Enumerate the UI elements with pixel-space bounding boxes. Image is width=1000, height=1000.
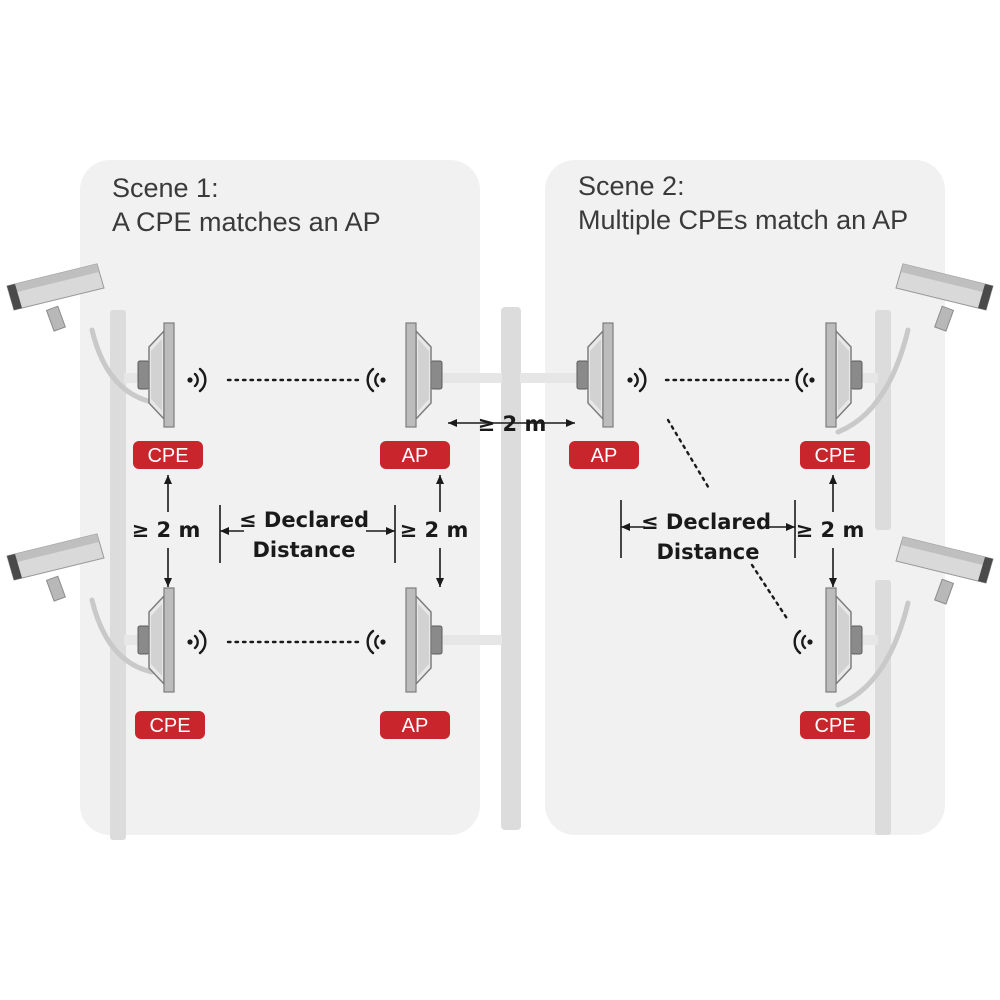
cpe-arm-bottom-right [862,635,878,645]
link-scene2-diagonal-b [750,563,790,622]
cpe-label: CPE [814,445,855,467]
scene-2-title-line2: Multiple CPEs match an AP [578,205,908,235]
scene-1-declared-distance-dimension: ≤ Declared Distance [219,505,396,563]
scene-2-title-line1: Scene 2: [578,171,685,201]
cpe-label: CPE [814,715,855,737]
cpe-badge: CPE [800,441,870,469]
scene-1-declared-label-line1: ≤ Declared [239,508,369,532]
ap-label: AP [591,445,618,467]
ap-spacing-dimension: ≥ 2 m [448,412,575,436]
ap-arm-top-right [520,373,578,383]
cpe-arm-bottom-left [124,635,140,645]
cpe-arm-top-left [124,373,140,383]
scene-2-declared-label-line1: ≤ Declared [641,510,771,534]
cpe-vertical-spacing-label: ≥ 2 m [132,518,201,542]
cpe-arm-top-right [862,373,878,383]
link-scene2-diagonal-a [666,418,712,492]
scene-2-pole-bottom [875,580,891,835]
scene-2-pole-top [875,310,891,530]
camera-icon [6,263,155,405]
cpe-badge: CPE [133,441,203,469]
scene-2-declared-label-line2: Distance [657,540,760,564]
cpe-label: CPE [149,715,190,737]
scene-2-declared-distance-dimension: ≤ Declared Distance [620,500,796,564]
ap-arm-top-left [440,373,502,383]
scene-1-title-line2: A CPE matches an AP [112,207,381,237]
cpe-badge: CPE [800,711,870,739]
center-pole [501,307,521,830]
camera-icon [835,536,994,708]
cpe-label: CPE [147,445,188,467]
ap-badge: AP [569,441,639,469]
scene-2-cpe-vertical-spacing-dimension: ≥ 2 m [796,475,865,587]
cpe-badge: CPE [135,711,205,739]
camera-icon [6,533,155,675]
scene-2-cpe-vertical-spacing-label: ≥ 2 m [796,518,865,542]
scene-1-title-line1: Scene 1: [112,173,219,203]
scene-1-declared-label-line2: Distance [253,538,356,562]
ap-vertical-spacing-dimension: ≥ 2 m [400,475,469,587]
ap-vertical-spacing-label: ≥ 2 m [400,518,469,542]
ap-spacing-label: ≥ 2 m [478,412,547,436]
ap-arm-bottom [440,635,502,645]
ap-badge: AP [380,711,450,739]
ap-label: AP [402,445,429,467]
scene-1-pole [110,310,126,840]
scene-1-panel [80,160,480,835]
camera-icon [835,263,994,435]
ap-badge: AP [380,441,450,469]
ap-label: AP [402,715,429,737]
cpe-vertical-spacing-dimension: ≥ 2 m [132,475,201,587]
